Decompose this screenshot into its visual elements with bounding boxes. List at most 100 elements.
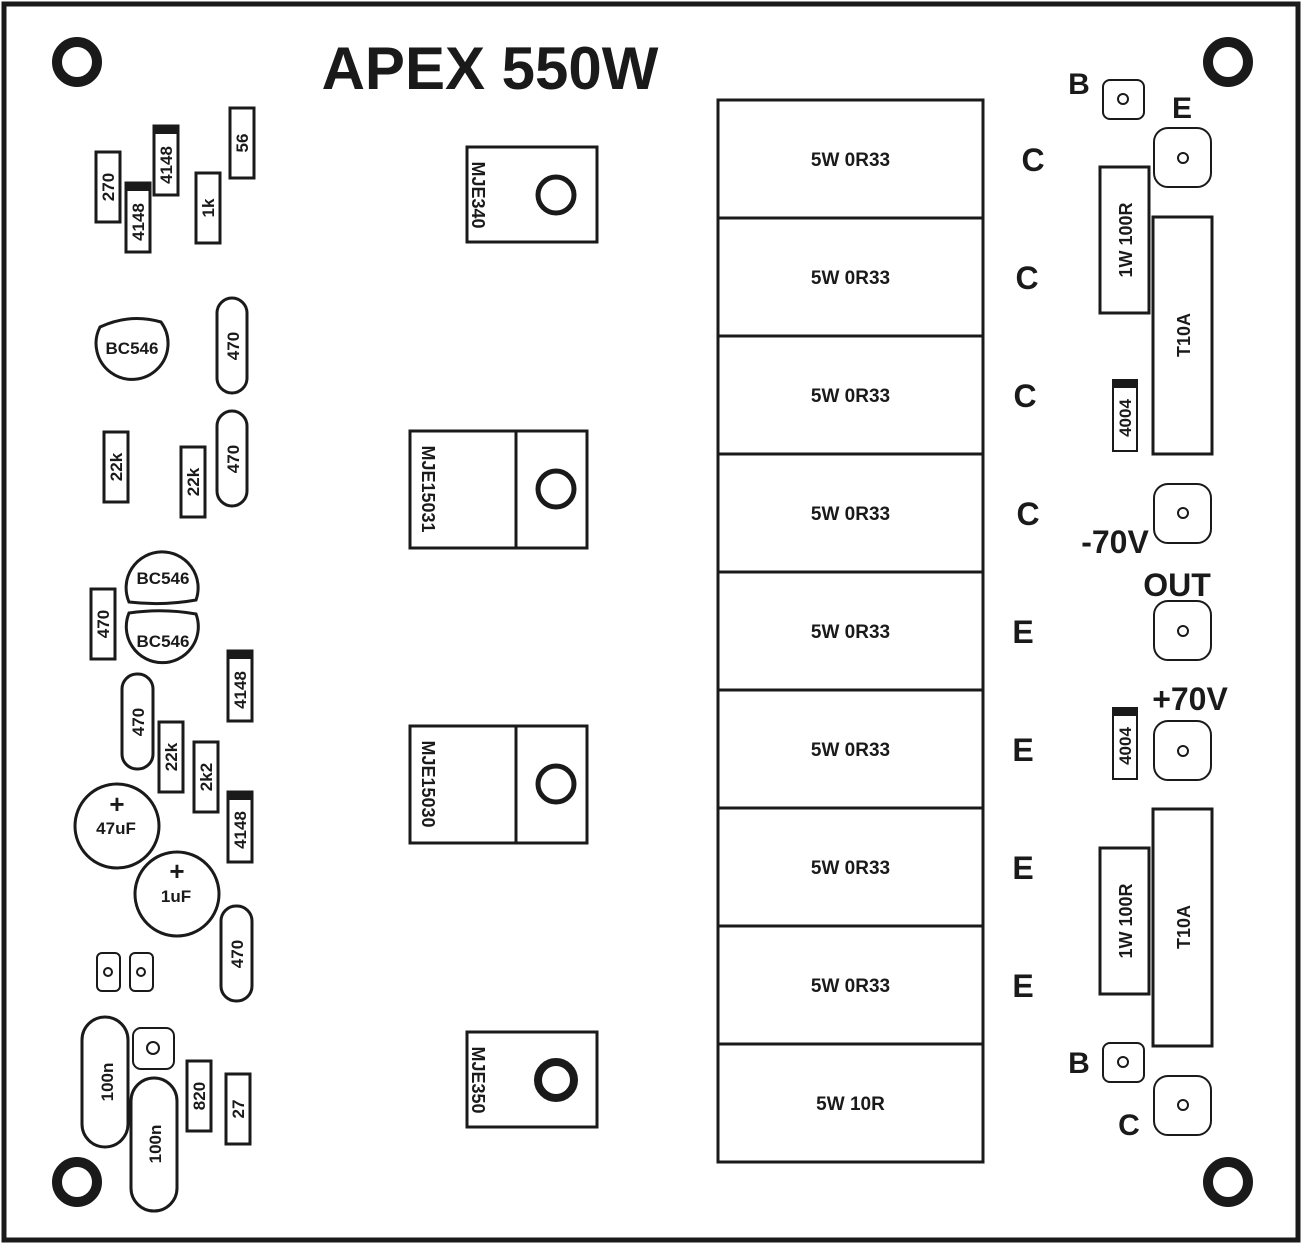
power-resistor-9-label: 5W 10R — [816, 1094, 885, 1115]
resistor-470-a-label: 470 — [224, 332, 243, 360]
power-resistor-4: 5W 0R33 — [716, 452, 985, 574]
resistor-22k-a: 22k — [102, 430, 130, 504]
resistor-pin-label-2: C — [1015, 260, 1038, 296]
mounting-hole-top-left — [52, 37, 102, 87]
resistor-pin-label-3: C — [1013, 378, 1036, 414]
power-resistor-6: 5W 0R33 — [716, 688, 985, 810]
mounting-hole-bottom-left — [52, 1157, 102, 1207]
capacitor-47uf: + 47uF — [73, 782, 161, 870]
diode-4148-a-label: 4148 — [129, 203, 148, 241]
resistor-pin-label-6: E — [1012, 732, 1033, 768]
resistor-470-c: 470 — [89, 587, 117, 661]
power-resistor-3-label: 5W 0R33 — [811, 386, 890, 407]
power-resistor-7-label: 5W 0R33 — [811, 858, 890, 879]
input-pad-right — [129, 952, 154, 992]
terminal-plus70v-label: +70V — [1152, 681, 1228, 717]
transistor-mje340: MJE340 — [465, 145, 599, 244]
diode-4004-bottom: 4004 — [1112, 707, 1138, 780]
resistor-470-e: 470 — [219, 904, 254, 1003]
fuse-t10a-top: T10A — [1151, 215, 1214, 456]
terminal-out — [1153, 600, 1212, 661]
board-title: APEX 550W — [322, 35, 659, 102]
res-top-label: 1W 100R — [1116, 202, 1136, 277]
power-resistor-4-label: 5W 0R33 — [811, 504, 890, 525]
transistor-mje15031: MJE15031 — [408, 429, 589, 550]
resistor-820: 820 — [185, 1059, 213, 1133]
capacitor-100n-a-label: 100n — [98, 1063, 117, 1102]
resistor-22k-c-label: 22k — [162, 742, 181, 771]
transistor-bc546-a: BC546 — [94, 316, 170, 381]
capacitor-1uf-label: 1uF — [161, 887, 191, 906]
power-resistor-9: 5W 10R — [716, 1042, 985, 1164]
terminal-b-bottom-label: B — [1068, 1047, 1090, 1080]
diode-4148-c: 4148 — [226, 649, 254, 723]
diode-4148-a: 4148 — [124, 181, 152, 254]
resistor-270: 270 — [94, 150, 122, 224]
terminal-plus70v — [1153, 720, 1212, 781]
terminal-minus70v-label: -70V — [1081, 524, 1149, 560]
mje15031-label: MJE15031 — [418, 445, 438, 532]
mje15030-label: MJE15030 — [418, 740, 438, 827]
terminal-e-top-label: E — [1172, 92, 1192, 125]
resistor-470-b: 470 — [215, 409, 249, 508]
terminal-b-bottom — [1102, 1042, 1145, 1083]
diode-top-label: 4004 — [1116, 399, 1135, 437]
capacitor-100n-b-label: 100n — [146, 1125, 165, 1164]
terminal-c-bottom — [1153, 1075, 1212, 1136]
mounting-hole-bottom-right — [1203, 1157, 1253, 1207]
resistor-22k-b: 22k — [179, 445, 207, 519]
resistor-pin-label-4: C — [1016, 496, 1039, 532]
resistor-1k-label: 1k — [199, 198, 218, 217]
fuse-top-label: T10A — [1174, 313, 1194, 357]
resistor-pin-label-1: C — [1021, 142, 1044, 178]
resistor-470-d: 470 — [120, 672, 155, 771]
terminal-out-label: OUT — [1143, 567, 1211, 603]
res-bottom-label: 1W 100R — [1116, 883, 1136, 958]
fuse-bottom-label: T10A — [1174, 905, 1194, 949]
terminal-e-top — [1153, 127, 1212, 188]
diode-4148-c-label: 4148 — [231, 671, 250, 709]
ground-pad — [132, 1027, 175, 1070]
resistor-1k: 1k — [194, 171, 222, 245]
resistor-pin-label-8: E — [1012, 968, 1033, 1004]
resistor-27-label: 27 — [229, 1100, 248, 1119]
diode-4148-d: 4148 — [226, 790, 254, 864]
mje340-label: MJE340 — [468, 161, 488, 228]
resistor-27: 27 — [224, 1072, 252, 1146]
power-resistor-5: 5W 0R33 — [716, 570, 985, 692]
resistor-470-e-label: 470 — [228, 940, 247, 968]
diode-4148-d-label: 4148 — [231, 811, 250, 849]
resistor-pin-label-7: E — [1012, 850, 1033, 886]
power-resistor-8: 5W 0R33 — [716, 924, 985, 1046]
mje350-label: MJE350 — [468, 1046, 488, 1113]
power-resistor-2-label: 5W 0R33 — [811, 268, 890, 289]
terminal-minus70v — [1153, 483, 1212, 544]
power-resistor-8-label: 5W 0R33 — [811, 976, 890, 997]
resistor-470-d-label: 470 — [129, 708, 148, 736]
resistor-22k-a-label: 22k — [107, 452, 126, 481]
transistor-bc546-b: BC546 — [124, 550, 200, 606]
capacitor-1uf-polarity: + — [169, 856, 184, 886]
bc546-a-label: BC546 — [106, 339, 159, 358]
power-resistor-1-label: 5W 0R33 — [811, 150, 890, 171]
terminal-b-top — [1102, 79, 1145, 120]
input-pad-left — [96, 952, 121, 992]
resistor-2k2: 2k2 — [192, 740, 220, 814]
power-resistor-1: 5W 0R33 — [716, 98, 985, 220]
transistor-bc546-c: BC546 — [124, 609, 200, 665]
resistor-22k-c: 22k — [157, 720, 185, 794]
resistor-56: 56 — [228, 106, 256, 180]
resistor-820-label: 820 — [190, 1082, 209, 1110]
capacitor-100n-a: 100n — [80, 1015, 130, 1149]
resistor-470-c-label: 470 — [94, 610, 113, 638]
diode-4004-top: 4004 — [1112, 379, 1138, 452]
capacitor-100n-b: 100n — [129, 1076, 179, 1213]
power-resistor-2: 5W 0R33 — [716, 216, 985, 338]
mounting-hole-top-right — [1203, 37, 1253, 87]
transistor-mje15030: MJE15030 — [408, 724, 589, 845]
bc546-b-label: BC546 — [137, 569, 190, 588]
diode-4148-b: 4148 — [152, 124, 180, 197]
